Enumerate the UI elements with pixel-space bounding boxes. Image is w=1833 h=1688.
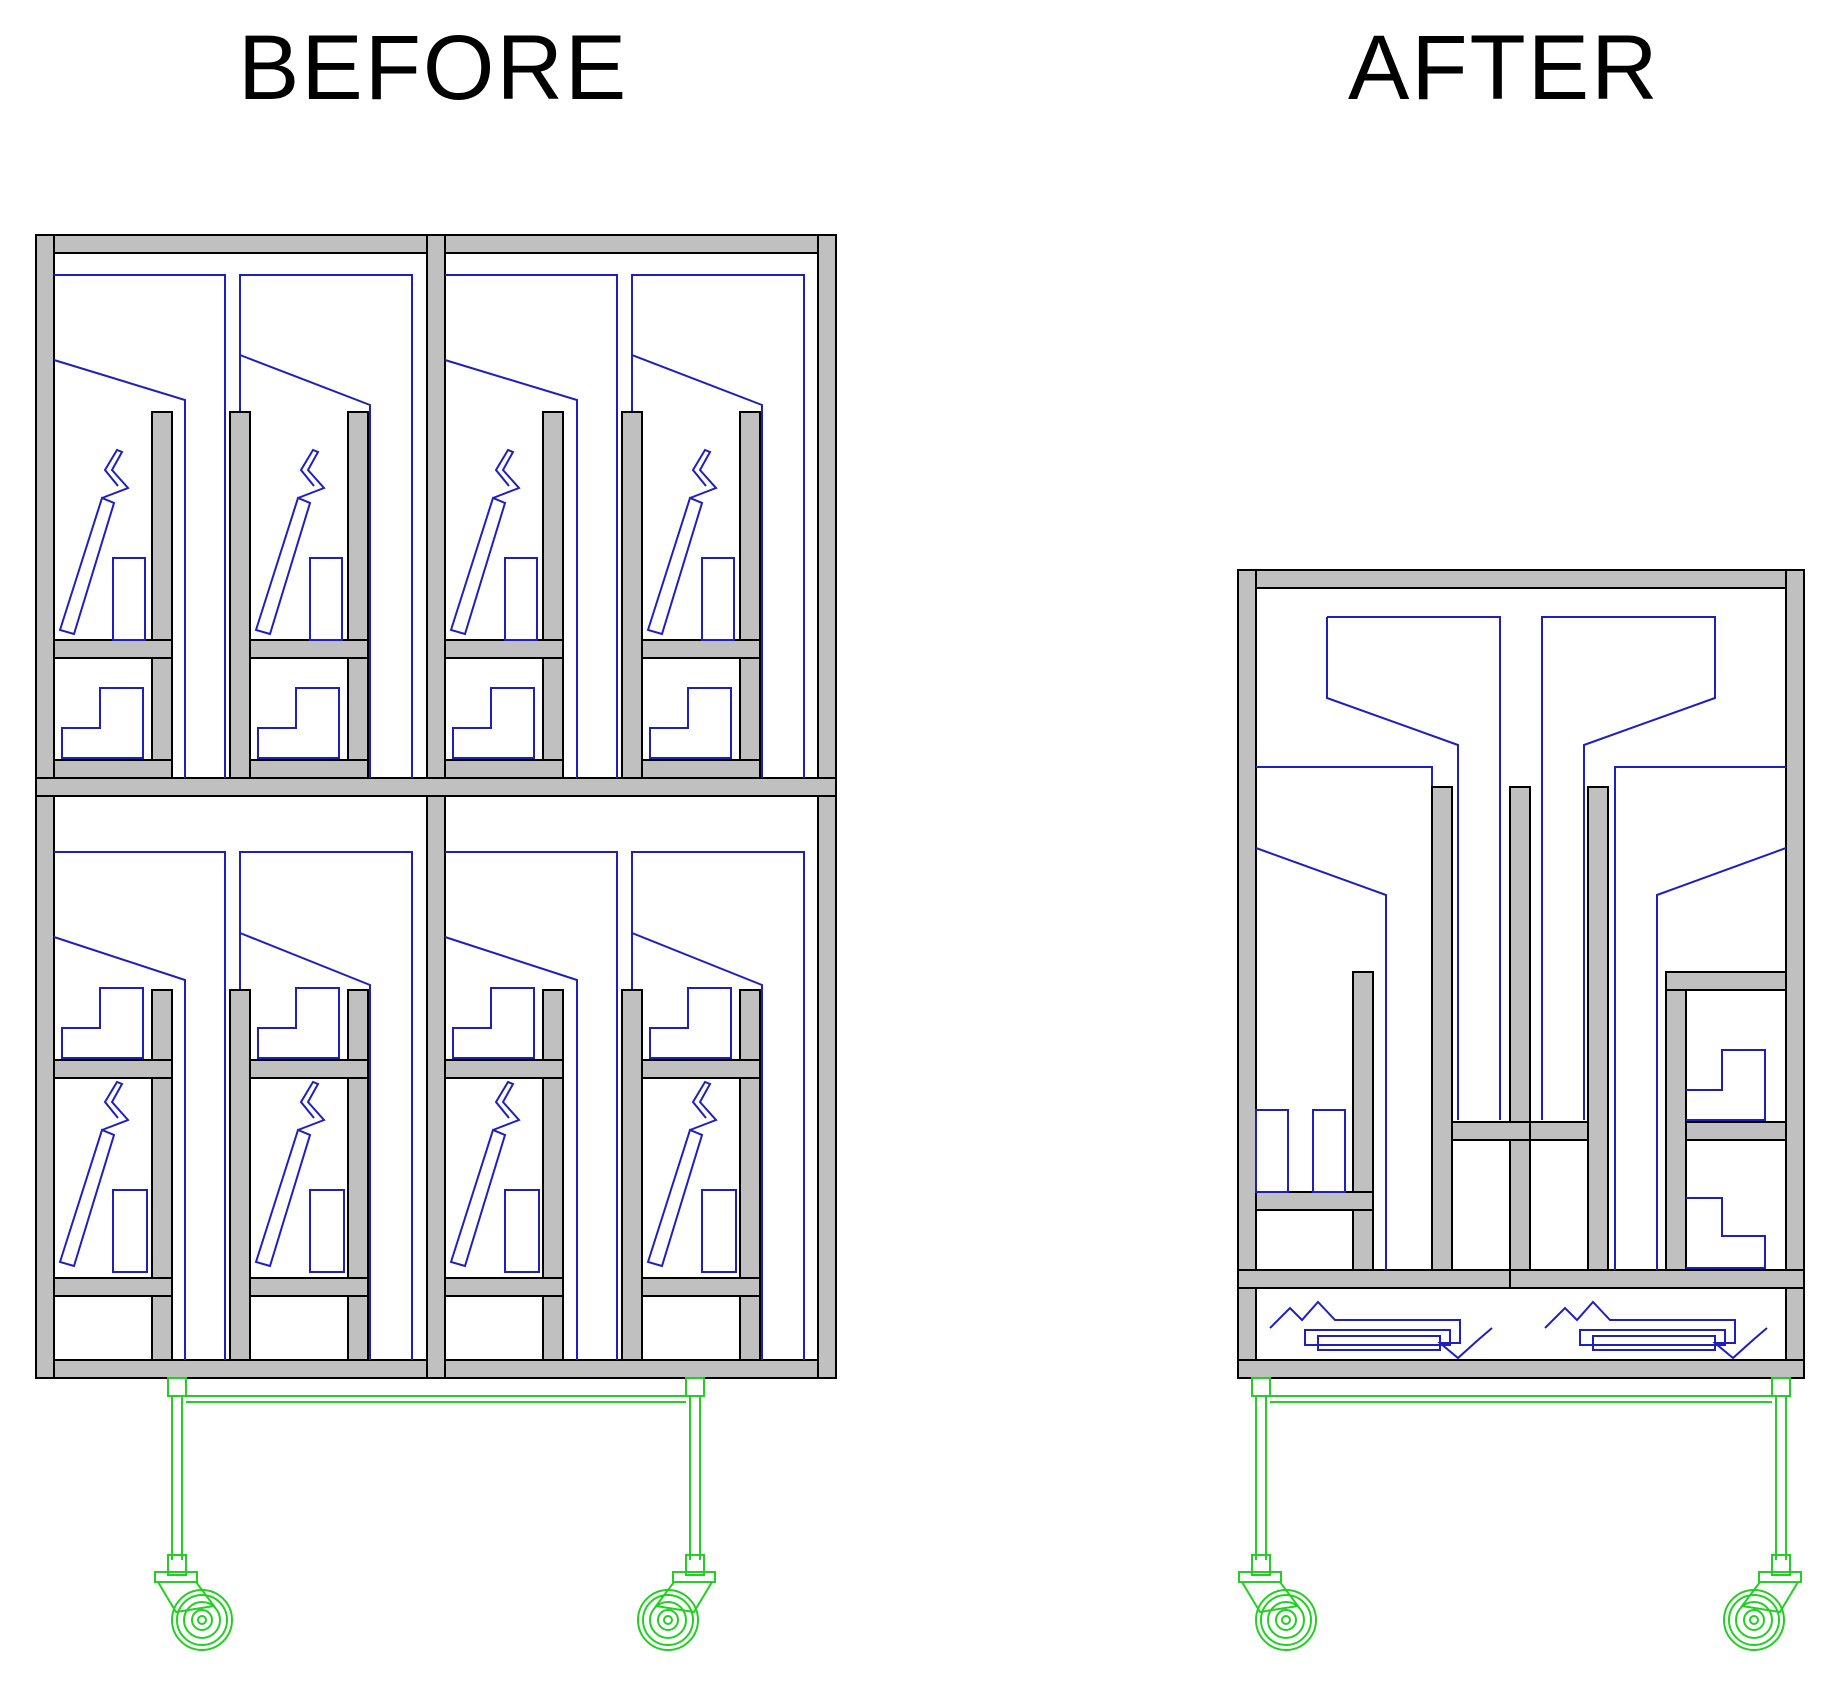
before-compartment-top-left <box>53 274 413 779</box>
after-caster-left <box>1238 1554 1317 1651</box>
before-caster-right <box>637 1554 716 1651</box>
after-left-panel <box>1237 569 1257 1379</box>
after-cart <box>1237 569 1805 1651</box>
before-left-panel <box>35 234 55 1379</box>
after-main-contents <box>1255 616 1787 1270</box>
after-right-panel <box>1785 569 1805 1379</box>
before-compartment-bottom-left <box>53 851 413 1361</box>
before-caster-left <box>154 1554 233 1651</box>
before-right-panel <box>817 234 837 1379</box>
after-drawer-contents <box>1269 1300 1768 1360</box>
before-middle-shelf <box>35 777 837 797</box>
after-bottom-panel <box>1237 1359 1805 1379</box>
after-caster-right <box>1723 1554 1802 1651</box>
before-center-divider <box>426 234 446 1379</box>
before-compartment-bottom-right <box>444 851 805 1361</box>
after-top-panel <box>1237 569 1805 589</box>
after-lower-shelf <box>1237 1269 1805 1289</box>
after-cart-base <box>1238 1377 1802 1651</box>
before-compartment-top-right <box>444 274 805 779</box>
before-title: BEFORE <box>238 17 629 119</box>
after-left-bay <box>1255 971 1374 1271</box>
after-title: AFTER <box>1348 17 1660 119</box>
after-right-bay <box>1665 971 1787 1271</box>
before-cart <box>35 234 837 1651</box>
before-cart-base <box>154 1377 716 1651</box>
